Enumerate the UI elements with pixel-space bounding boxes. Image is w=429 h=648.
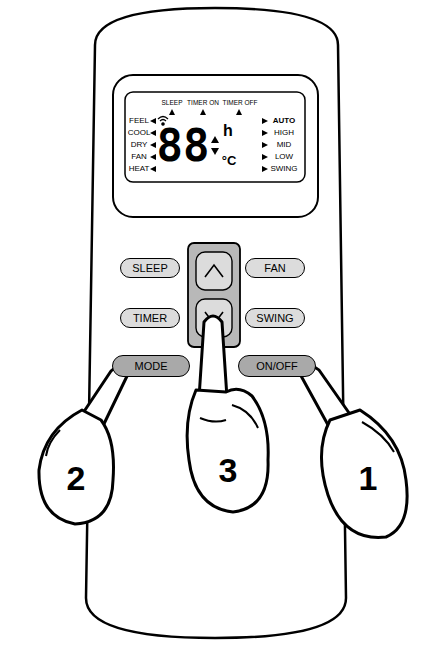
fan-indicator: AUTO [273,117,296,125]
button-label: SWING [256,313,293,324]
lcd-screen [125,92,305,182]
fan-indicator: SWING [270,165,297,173]
swing-button: SWING [245,308,305,328]
hand-fist [39,410,114,524]
button-label: SLEEP [132,263,167,274]
timer-button: TIMER [120,308,180,328]
display-frame [113,75,318,217]
button-label: ON/OFF [256,361,298,372]
lcd-indicator: SLEEP [162,100,183,107]
pointing-hands [39,316,407,537]
lcd-indicators [150,109,268,172]
button-label: MODE [135,361,168,372]
fan-indicator: LOW [275,153,293,161]
callout-number: 3 [219,453,238,487]
mode-indicator: DRY [131,141,148,149]
fan-indicator: MID [277,141,292,149]
lcd-indicator: TIMER OFF [222,100,257,107]
remote-body [86,8,346,638]
hand-fist [321,410,407,537]
callout-number: 2 [67,461,86,495]
fan-button: FAN [245,258,305,278]
fan-indicator: HIGH [274,129,294,137]
unit-symbol: °C [222,154,237,167]
digit-display: 88 [157,124,210,168]
button-label: TIMER [133,313,167,324]
mode-indicator: COOL [128,129,151,137]
button-label: FAN [264,263,285,274]
mode-indicator: FAN [131,153,147,161]
mode-button: MODE [112,355,190,377]
callout-number: 1 [359,461,378,495]
mode-indicator: FEEL [129,117,149,125]
hand-finger [199,316,227,398]
unit-symbol: h [223,123,233,139]
power-button: ON/OFF [238,355,316,377]
hand-fist [187,389,268,512]
lcd-indicator: TIMER ON [187,100,219,107]
mode-indicator: HEAT [129,165,150,173]
sleep-button: SLEEP [120,258,180,278]
